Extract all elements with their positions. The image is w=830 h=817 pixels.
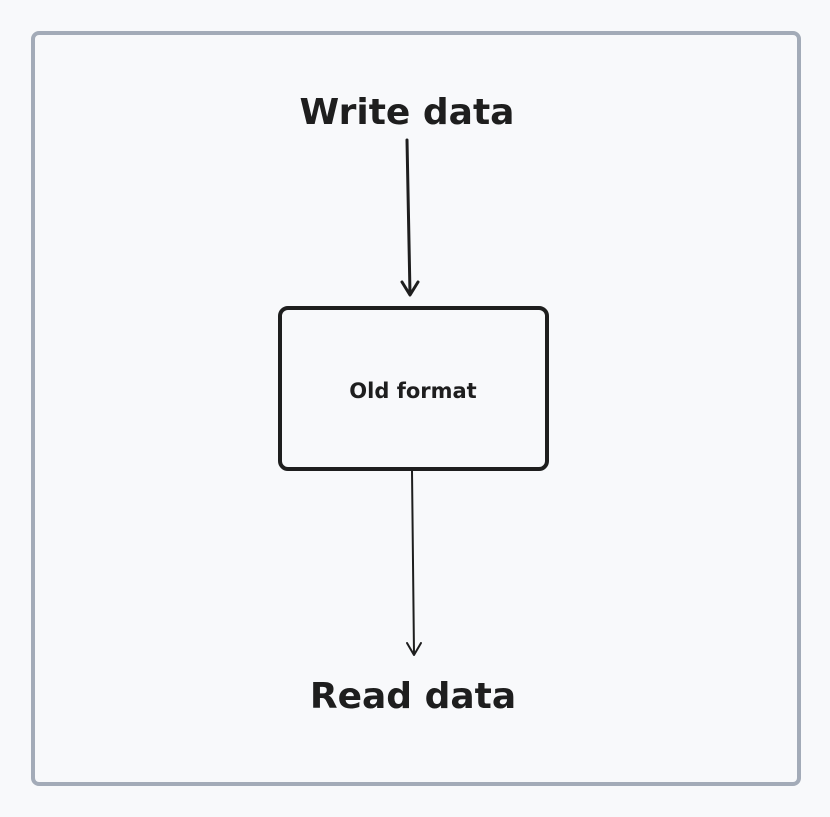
read-arrow — [411, 470, 415, 655]
read-data-label: Read data — [310, 676, 516, 717]
old-format-box — [278, 306, 549, 471]
old-format-label: Old format — [349, 379, 476, 403]
read-arrowhead — [406, 642, 422, 656]
write-arrowhead — [400, 280, 420, 297]
write-data-label: Write data — [300, 92, 515, 133]
write-arrow — [405, 138, 412, 296]
diagram-frame — [31, 31, 801, 786]
